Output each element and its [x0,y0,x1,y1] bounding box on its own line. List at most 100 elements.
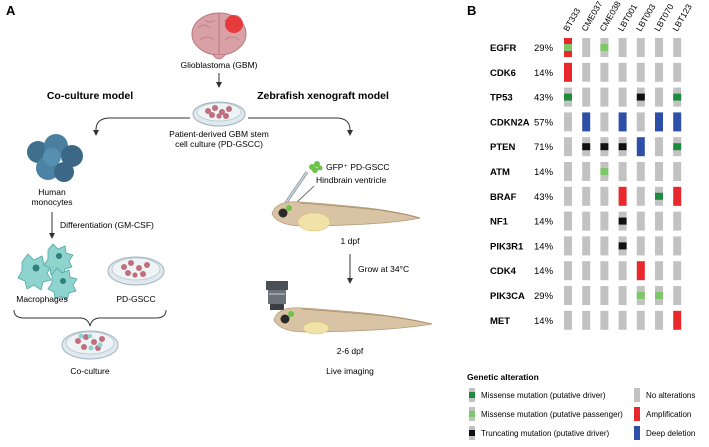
alteration-cell-none [582,286,591,305]
gene-label: CDK6 [490,68,516,79]
alteration-cell-driver [655,186,663,206]
alteration-cell-amp [673,310,682,330]
legend-item-none: No alterations [634,388,695,402]
alteration-cell-amp [636,261,645,281]
injection-needle-icon [281,171,309,208]
hindbrain-label: Hindbrain ventricle [316,175,387,185]
alteration-cell-passenger [655,286,663,305]
macrophages-label: Macrophages [16,294,68,304]
alteration-cell-none [618,310,627,330]
gene-label: MET [490,316,510,327]
alteration-cell-del [673,112,682,132]
pdgscc-short-label: PD-GSCC [116,294,155,304]
monocytes-icon [27,134,83,182]
macrophages-icon [17,243,78,301]
gene-percent: 43% [534,192,554,203]
alteration-cell-none [636,236,645,256]
alteration-cell-none [655,137,663,157]
alteration-cell-none [600,87,609,107]
alteration-cell-driver [673,87,682,107]
legend-item-trunc: Truncating mutation (putative driver) [469,426,610,440]
zebrafish-larva-1dpf-icon [271,201,421,232]
pdgscc-dish-icon [192,101,246,127]
gene-label: CDK4 [490,266,517,277]
gene-percent: 29% [534,291,554,302]
alteration-cell-none [582,87,591,107]
alteration-cell-none [636,211,645,231]
gfp-cells-icon [309,161,323,173]
gfp-pdgscc-label: GFP⁺ PD-GSCC [326,162,390,172]
differentiation-label: Differentiation (GM-CSF) [60,220,154,230]
alteration-cell-none [636,186,645,206]
alteration-cell-trunc [582,137,591,157]
gene-row-braf: BRAF 43% [490,186,682,206]
coculture-model-title: Co-culture model [47,90,133,102]
alteration-cell-none [600,310,609,330]
alteration-cell-none [655,310,663,330]
legend-item-del: Deep deletion [634,426,695,440]
zebrafish-larva-6dpf-icon [273,307,433,335]
alteration-cell-none [655,38,663,57]
gene-percent: 14% [534,217,554,228]
alteration-cell-none [582,261,591,281]
alteration-cell-none [673,286,682,305]
alteration-cell-none [600,186,609,206]
legend-item-passenger: Missense mutation (putative passenger) [469,407,623,421]
alteration-cell-none [655,87,663,107]
alteration-cell-none [564,310,572,330]
gene-label: NF1 [490,217,509,228]
alteration-cell-none [582,211,591,231]
alteration-cell-trunc [636,87,645,107]
gene-percent: 57% [534,117,554,128]
alteration-cell-none [582,162,591,181]
alteration-cell-none [618,87,627,107]
alteration-cell-none [618,286,627,305]
gene-row-nf1: NF1 14% [490,211,682,231]
legend-title: Genetic alteration [467,372,539,382]
gene-label: TP53 [490,93,513,104]
alteration-cell-none [582,62,591,82]
gene-percent: 71% [534,142,554,153]
coculture-dish-icon [61,330,119,360]
brain-icon [191,12,247,60]
alteration-cell-none [618,38,627,57]
legend-amp-label: Amplification [646,410,691,419]
alteration-cell-none [618,162,627,181]
alteration-cell-driver [673,137,682,157]
alteration-cell-none [673,211,682,231]
alteration-cell-driver [564,87,572,107]
merge-brace [13,309,167,327]
alteration-cell-none [636,310,645,330]
gene-percent: 14% [534,167,554,178]
alteration-cell-passenger [600,38,609,57]
gene-label: PIK3CA [490,291,525,302]
alteration-cell-none [655,236,663,256]
gene-row-pten: PTEN 71% [490,137,682,157]
alteration-cell-none [618,62,627,82]
grow-label: Grow at 34°C [358,264,409,274]
sample-headers: BT333CME037CME038LBT001LBT003LBT070LBT12… [561,0,694,33]
alteration-cell-del [655,112,663,132]
gene-label: PTEN [490,142,515,153]
alteration-cell-amp [564,62,572,82]
microscope-objective-icon [266,281,288,310]
gene-row-tp53: TP53 43% [490,87,682,107]
alteration-cell-none [618,261,627,281]
live-imaging-label: Live imaging [326,366,374,376]
alteration-cell-none [673,162,682,181]
alteration-cell-none [600,62,609,82]
legend-item-amp: Amplification [634,407,691,421]
legend-none-label: No alterations [646,391,695,400]
gene-label: BRAF [490,192,517,203]
gbm-label: Glioblastoma (GBM) [181,60,258,70]
gene-label: ATM [490,167,510,178]
alteration-cell-none [564,137,572,157]
alteration-cell-trunc [618,211,627,231]
alteration-cell-none [564,261,572,281]
gene-percent: 43% [534,93,554,104]
alteration-cell-none [582,186,591,206]
